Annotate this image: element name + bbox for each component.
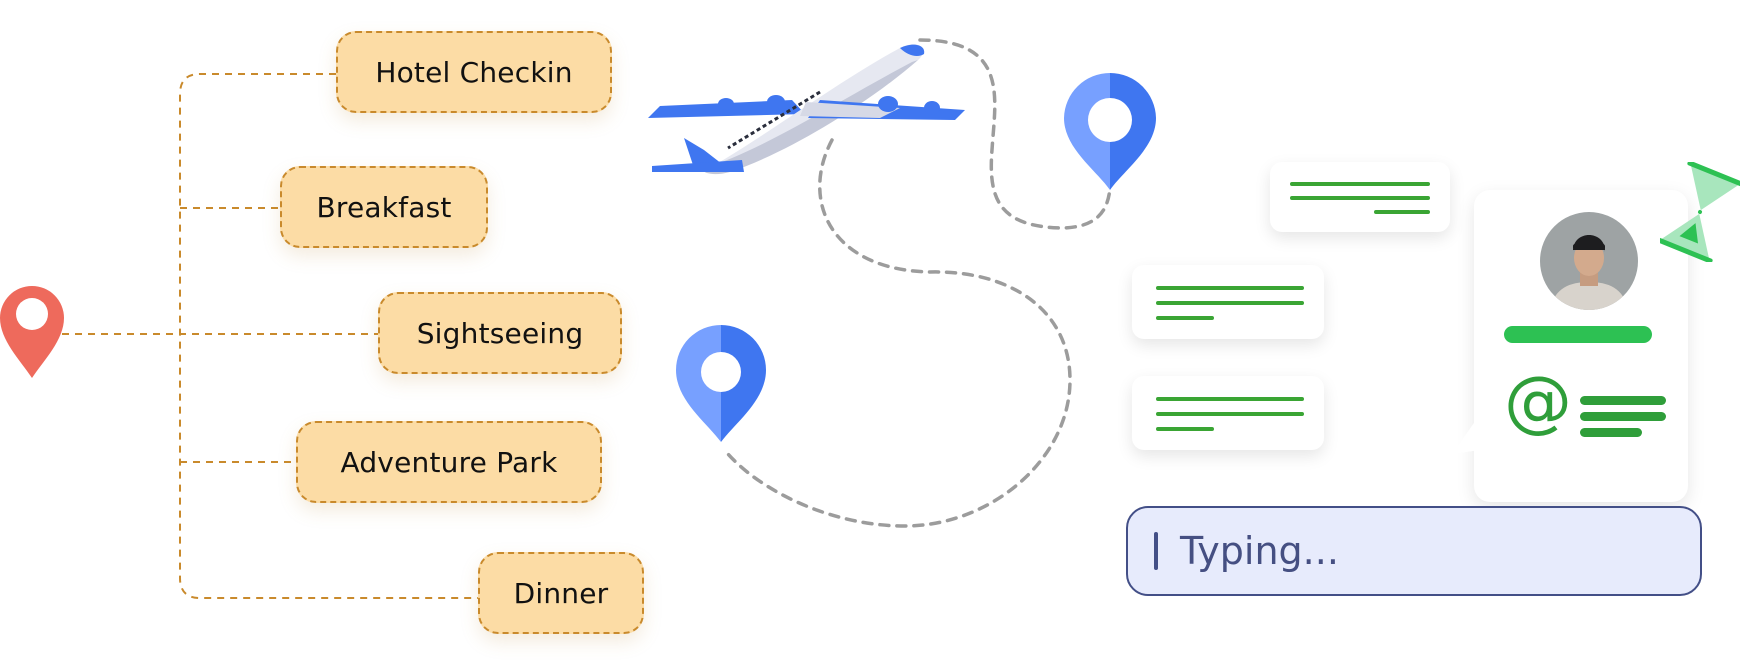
name-placeholder-bar (1504, 326, 1652, 343)
flight-path-line (918, 38, 1112, 230)
avatar (1540, 212, 1638, 310)
at-symbol: @ (1504, 362, 1572, 441)
activity-adventure-park: Adventure Park (296, 421, 602, 503)
activity-sightseeing: Sightseeing (378, 292, 622, 374)
message-input[interactable]: Typing... (1126, 506, 1702, 596)
flight-path-line-lower (726, 138, 1072, 528)
text-cursor (1154, 532, 1158, 570)
chat-message-bubble (1132, 265, 1324, 339)
tree-trunk-line (179, 73, 478, 599)
message-input-text: Typing... (1180, 529, 1339, 573)
airplane-icon (648, 44, 965, 175)
destination-pin-icon-middle (676, 325, 766, 442)
profile-card: @ (1474, 190, 1688, 502)
email-line (1580, 428, 1642, 437)
chat-message-bubble (1132, 376, 1324, 450)
chat-message-bubble (1270, 162, 1450, 232)
activity-breakfast: Breakfast (280, 166, 488, 248)
email-line (1580, 396, 1666, 405)
email-line (1580, 412, 1666, 421)
destination-pin-icon-top (1064, 73, 1156, 190)
origin-pin-icon (0, 286, 64, 378)
activity-dinner: Dinner (478, 552, 644, 634)
activity-hotel-checkin: Hotel Checkin (336, 31, 612, 113)
hourglass-icon (1660, 162, 1740, 262)
